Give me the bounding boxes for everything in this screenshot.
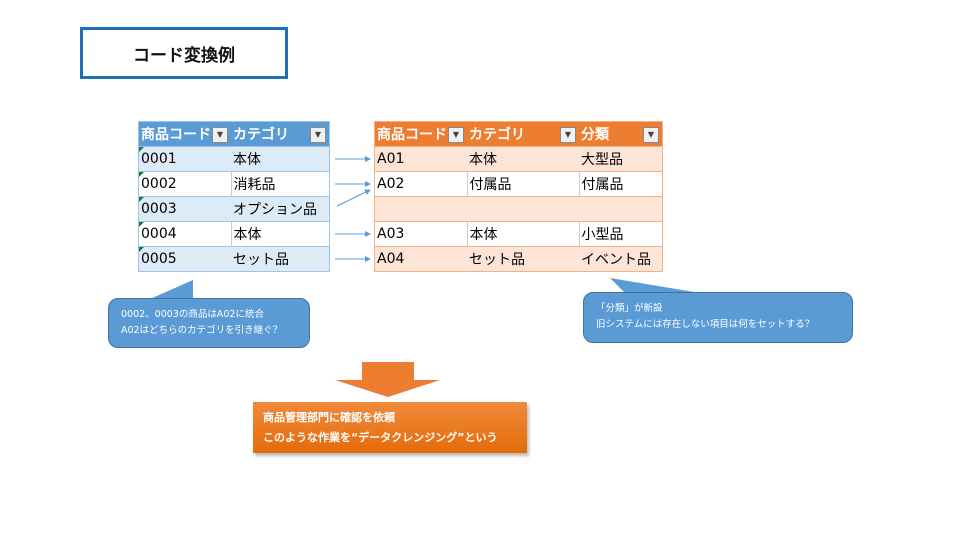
header-label: 商品コード — [377, 127, 447, 143]
cell[interactable]: 0002 — [138, 171, 231, 197]
cell[interactable]: A03 — [374, 221, 467, 247]
cell[interactable]: A04 — [374, 246, 467, 272]
cell[interactable]: 0001 — [138, 146, 231, 172]
callout-text: A02はどちらのカテゴリを引き継ぐ？ — [121, 325, 283, 336]
cell[interactable]: 0005 — [138, 246, 231, 272]
column-header[interactable]: 商品コード▼ — [374, 121, 467, 147]
cell[interactable]: 付属品 — [578, 171, 663, 197]
filter-dropdown-icon[interactable]: ▼ — [560, 127, 576, 143]
header-label: カテゴリ — [469, 127, 525, 143]
cell[interactable]: A01 — [374, 146, 467, 172]
header-label: 商品コード — [141, 127, 211, 143]
cell[interactable]: 小型品 — [578, 221, 663, 247]
cell[interactable] — [374, 196, 663, 222]
cell[interactable]: セット品 — [231, 246, 330, 272]
callout-tail — [610, 278, 700, 293]
cell[interactable]: セット品 — [467, 246, 579, 272]
filter-dropdown-icon[interactable]: ▼ — [643, 127, 659, 143]
cell[interactable]: 付属品 — [466, 171, 579, 197]
cell[interactable]: 本体 — [231, 146, 330, 172]
column-header[interactable]: 商品コード▼ — [138, 121, 231, 147]
callout-text: 旧システムには存在しない項目は何をセットする？ — [596, 319, 815, 330]
mapping-arrow — [336, 189, 371, 207]
cell[interactable]: 0004 — [138, 221, 231, 247]
cell[interactable]: オプション品 — [231, 196, 330, 222]
filter-dropdown-icon[interactable]: ▼ — [448, 127, 464, 143]
cell[interactable]: 本体 — [230, 221, 330, 247]
table-row — [374, 196, 663, 222]
slide-title: コード変換例 — [80, 27, 288, 79]
cell[interactable]: 消耗品 — [230, 171, 330, 197]
column-header[interactable]: カテゴリ ▼ — [467, 121, 579, 147]
callout-left: 0002、0003の商品はA02に統合 A02はどちらのカテゴリを引き継ぐ？ — [108, 298, 310, 348]
cell[interactable]: 本体 — [467, 146, 579, 172]
cell[interactable]: 本体 — [466, 221, 579, 247]
callout-tail — [150, 280, 193, 299]
action-text: 商品管理部門に確認を依頼 — [263, 411, 395, 424]
callout-right: 「分類」が新設 旧システムには存在しない項目は何をセットする？ — [583, 292, 853, 343]
filter-dropdown-icon[interactable]: ▼ — [310, 127, 326, 143]
cell[interactable]: A02 — [374, 171, 467, 197]
column-header[interactable]: 分類 ▼ — [579, 121, 663, 147]
header-label: 分類 — [581, 127, 609, 143]
down-arrow-icon — [335, 362, 440, 397]
cell[interactable]: 大型品 — [579, 146, 663, 172]
cell[interactable]: 0003 — [138, 196, 231, 222]
callout-text: 「分類」が新設 — [596, 303, 663, 314]
action-box: 商品管理部門に確認を依頼 このような作業を“データクレンジング”という — [253, 402, 527, 453]
header-label: カテゴリ — [233, 127, 289, 143]
column-header[interactable]: カテゴリ ▼ — [231, 121, 330, 147]
action-text: このような作業を“データクレンジング”という — [263, 431, 498, 444]
cell[interactable]: イベント品 — [579, 246, 663, 272]
callout-text: 0002、0003の商品はA02に統合 — [121, 309, 264, 320]
filter-dropdown-icon[interactable]: ▼ — [212, 127, 228, 143]
